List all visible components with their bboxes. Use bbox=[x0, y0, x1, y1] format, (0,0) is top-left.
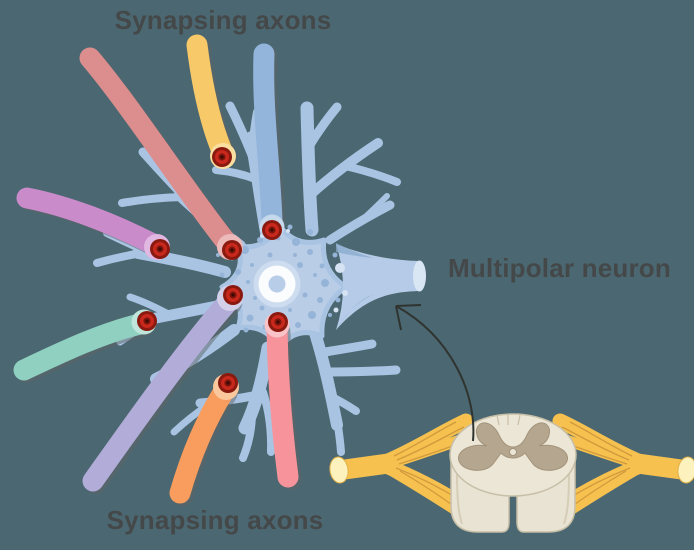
axon-tip bbox=[413, 260, 426, 292]
gray-matter bbox=[458, 422, 568, 471]
teal-axon bbox=[13, 309, 157, 381]
axon bbox=[336, 244, 419, 330]
synaptic-knob bbox=[212, 147, 232, 167]
blue-axon bbox=[253, 43, 285, 240]
nerve-cut-end bbox=[329, 456, 349, 484]
spinal-nerve-left bbox=[329, 413, 478, 524]
synaptic-knob bbox=[137, 311, 157, 331]
synaptic-knob bbox=[223, 285, 243, 305]
synaptic-knob bbox=[262, 220, 282, 240]
central-canal bbox=[509, 448, 517, 456]
soma bbox=[216, 222, 426, 352]
synaptic-knobs bbox=[137, 147, 288, 393]
synaptic-knob bbox=[218, 373, 238, 393]
spinal-cord bbox=[329, 413, 694, 533]
label-synapsing-axons-top: Synapsing axons bbox=[114, 5, 332, 35]
nucleus bbox=[253, 260, 301, 308]
label-multipolar-neuron: Multipolar neuron bbox=[448, 253, 671, 283]
pointer-arrow bbox=[395, 304, 475, 442]
synaptic-knob bbox=[150, 239, 170, 259]
synaptic-knob bbox=[268, 312, 288, 332]
soma-light-dots bbox=[260, 229, 348, 313]
synaptic-knob bbox=[222, 240, 242, 260]
nucleolus bbox=[268, 275, 286, 293]
label-synapsing-axons-bottom: Synapsing axons bbox=[106, 505, 324, 535]
orchid-axon bbox=[16, 187, 170, 260]
